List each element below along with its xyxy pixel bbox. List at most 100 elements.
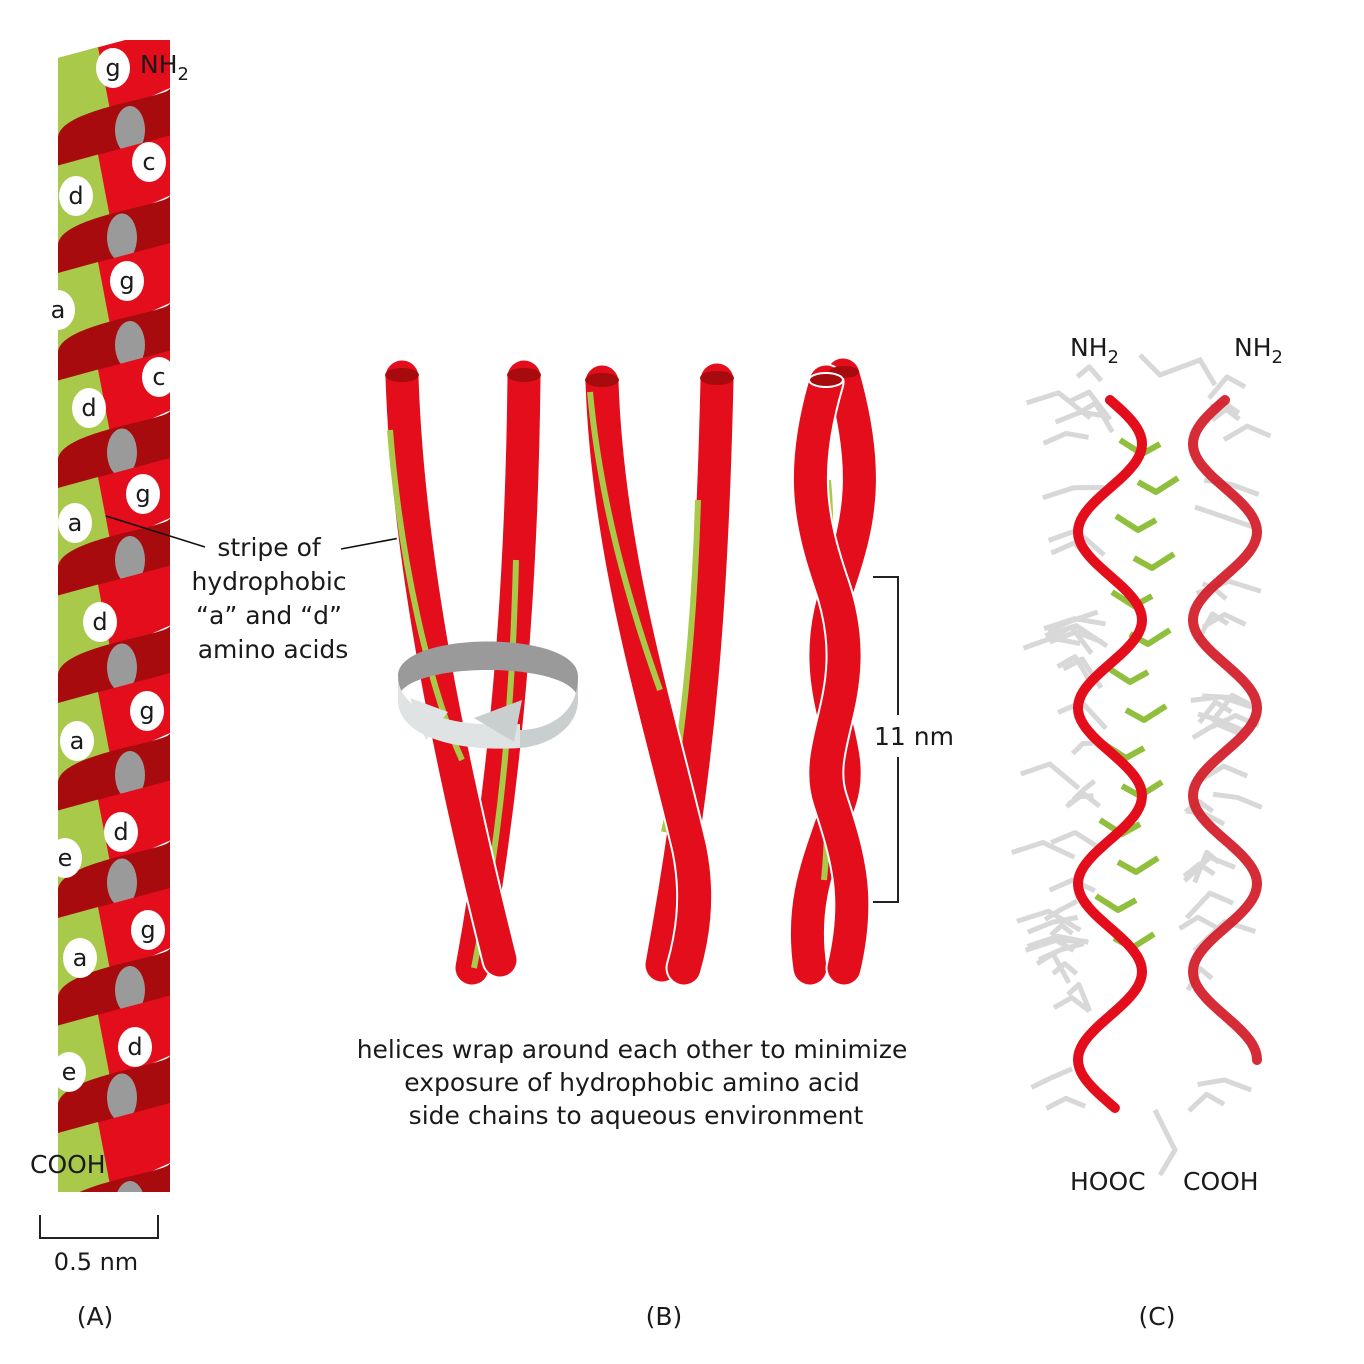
side-chain bbox=[1050, 830, 1101, 850]
helix-core-ellipse bbox=[115, 966, 145, 1014]
residue-letter: a bbox=[68, 509, 83, 537]
residue-marker: d bbox=[104, 812, 138, 852]
side-chain bbox=[1207, 374, 1247, 400]
helix-core-ellipse bbox=[115, 321, 145, 369]
residue-letter: g bbox=[105, 54, 120, 82]
hydrophobic-side-chain bbox=[1094, 893, 1138, 913]
residue-marker: e bbox=[48, 838, 82, 878]
stripe-callout-lines bbox=[105, 515, 406, 550]
side-chain bbox=[1197, 711, 1244, 733]
side-chain bbox=[1066, 389, 1113, 422]
side-chain bbox=[1210, 406, 1241, 422]
side-chain bbox=[1198, 763, 1249, 783]
hydrophobic-stripe-segment bbox=[58, 1122, 110, 1192]
residue-letter: a bbox=[70, 727, 85, 755]
side-chain bbox=[1026, 933, 1089, 949]
residue-letter: e bbox=[62, 1058, 77, 1086]
side-chain bbox=[1210, 692, 1254, 724]
residue-letter: c bbox=[152, 363, 165, 391]
side-chain bbox=[1194, 504, 1254, 530]
residue-marker: a bbox=[58, 503, 92, 543]
helix-ribbon bbox=[58, 40, 170, 1192]
side-chain bbox=[1022, 635, 1081, 651]
side-chain bbox=[1183, 798, 1215, 814]
panel-label-b: (B) bbox=[646, 1302, 683, 1331]
side-chain bbox=[1192, 849, 1221, 884]
c-term-side-chain bbox=[1152, 1108, 1178, 1177]
helix-core-ellipse bbox=[107, 1073, 137, 1122]
residue-marker: g bbox=[110, 261, 144, 301]
side-chain bbox=[1050, 624, 1094, 655]
helix-core-ellipse bbox=[117, 1181, 143, 1192]
residue-letter: c bbox=[142, 148, 155, 176]
side-chain bbox=[1184, 890, 1235, 920]
side-chain bbox=[1048, 877, 1096, 893]
side-chain bbox=[1194, 611, 1230, 644]
hydrophobic-side-chain bbox=[1114, 513, 1158, 533]
side-chain bbox=[1043, 899, 1079, 922]
c-terminus-label-c-right: COOH bbox=[1183, 1167, 1259, 1196]
residue-marker: c bbox=[132, 142, 166, 182]
residue-marker: d bbox=[83, 602, 117, 642]
panel-label-c: (C) bbox=[1139, 1302, 1176, 1331]
side-chain bbox=[1037, 941, 1085, 962]
residue-marker: g bbox=[130, 691, 164, 731]
side-chain bbox=[1042, 430, 1089, 446]
hydrophobic-side-chain bbox=[1132, 551, 1176, 571]
side-chain bbox=[1016, 908, 1082, 933]
helix-core-ellipse bbox=[115, 106, 145, 154]
helix-core-ellipse bbox=[107, 213, 137, 262]
coiled-coil-structure-model bbox=[1010, 353, 1272, 1177]
side-chain bbox=[1197, 1077, 1253, 1093]
n-terminus-label-c-left: NH2 bbox=[1070, 333, 1119, 368]
c-terminus-label-a: COOH bbox=[30, 1150, 106, 1179]
scale-bar bbox=[39, 1215, 159, 1239]
residue-letter: g bbox=[139, 697, 154, 725]
side-chain bbox=[1066, 981, 1093, 1013]
residue-marker: g bbox=[126, 474, 160, 514]
side-chain bbox=[1026, 914, 1079, 935]
residue-marker: a bbox=[60, 721, 94, 761]
residue-letter: g bbox=[119, 267, 134, 295]
side-chain bbox=[1178, 914, 1218, 931]
side-chain bbox=[1052, 995, 1091, 1013]
side-chain bbox=[1187, 1091, 1226, 1113]
side-chain bbox=[1077, 400, 1115, 434]
hydrophobic-side-chain bbox=[1124, 703, 1168, 723]
ribbon-helix-left bbox=[1072, 395, 1148, 1113]
residue-letter: d bbox=[127, 1033, 142, 1061]
rotation-arrow-icon bbox=[398, 641, 578, 749]
side-chain bbox=[1051, 961, 1079, 976]
side-chain bbox=[1075, 364, 1104, 383]
side-chain bbox=[1045, 1095, 1087, 1111]
side-chain bbox=[1070, 740, 1094, 756]
residue-marker: d bbox=[72, 388, 106, 428]
helix-core-ellipse bbox=[107, 428, 137, 477]
panel-b-caption: helices wrap around each other to minimi… bbox=[357, 1035, 916, 1130]
residue-letter: a bbox=[73, 944, 88, 972]
side-chain bbox=[1071, 779, 1097, 802]
side-chain bbox=[1212, 791, 1263, 810]
hydrophobic-side-chain bbox=[1136, 475, 1180, 495]
helix-core-ellipse bbox=[107, 858, 137, 907]
c-terminus-label-c-left: HOOC bbox=[1070, 1167, 1146, 1196]
panel-label-a: (A) bbox=[77, 1302, 114, 1331]
side-chain bbox=[1042, 485, 1105, 501]
side-chain bbox=[1222, 423, 1272, 442]
length-label-11nm: 11 nm bbox=[874, 722, 954, 751]
side-chain bbox=[1030, 1066, 1074, 1090]
side-chain bbox=[1019, 761, 1081, 791]
residue-marker: d bbox=[118, 1027, 152, 1067]
residue-letter: d bbox=[81, 394, 96, 422]
residue-letter: g bbox=[135, 480, 150, 508]
ribbon-back-face bbox=[79, 1163, 170, 1192]
side-chain bbox=[1010, 840, 1076, 860]
residue-marker: d bbox=[59, 176, 93, 216]
ribbon-helix-right bbox=[1187, 395, 1263, 1065]
length-bracket bbox=[873, 576, 899, 903]
side-chain bbox=[1056, 654, 1095, 687]
residue-letter: d bbox=[68, 182, 83, 210]
